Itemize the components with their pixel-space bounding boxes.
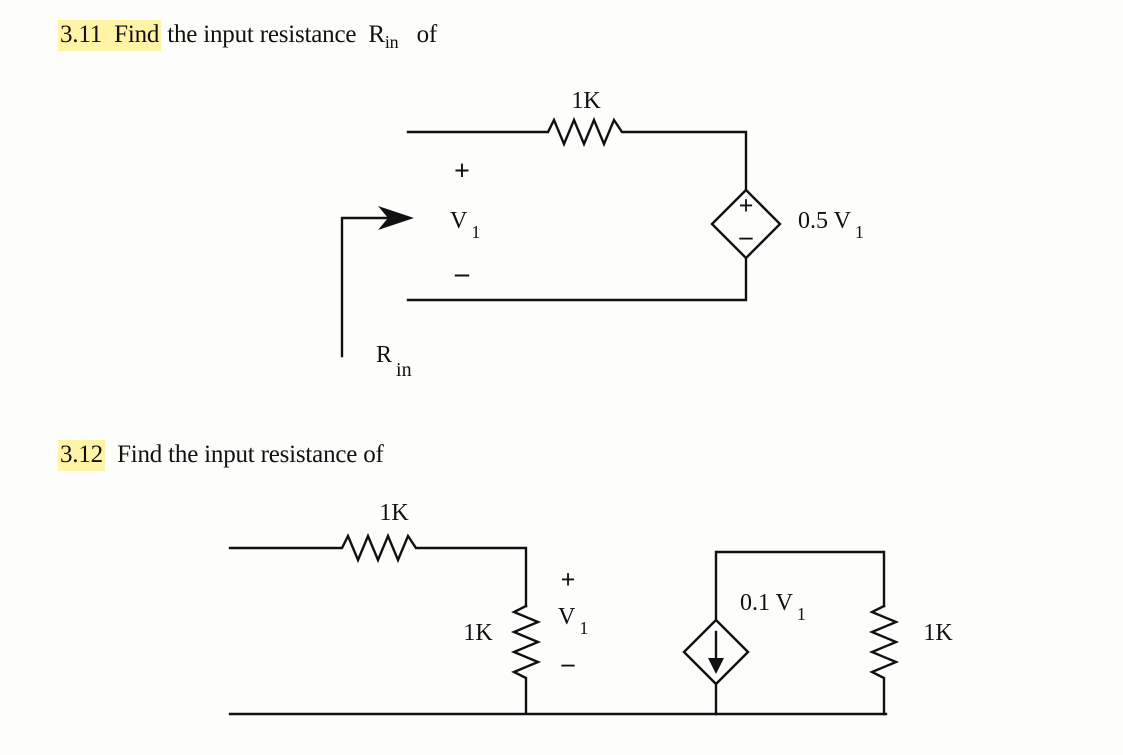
circuit-3-11-rin-arrowhead bbox=[378, 206, 414, 230]
circuit-3-11-top-wire bbox=[406, 116, 748, 192]
circuit-3-11-v1-minus: – bbox=[454, 258, 470, 289]
circuit-3-12-shunt-resistor bbox=[510, 604, 542, 714]
problem-3-12-heading: 3.12 Find the input resistance of bbox=[58, 440, 384, 471]
problem-3-11-find: Find bbox=[114, 21, 160, 48]
circuit-3-12-right-loop bbox=[714, 550, 886, 716]
circuit-3-12-v1-plus: + bbox=[561, 565, 576, 594]
circuit-3-12-load-resistor-label: 1K bbox=[923, 620, 953, 646]
problem-3-11-heading: 3.11 Find the input resistance Rin of bbox=[58, 20, 438, 52]
problem-3-11-highlight: 3.11 Find bbox=[58, 20, 162, 51]
problem-3-12-highlight: 3.12 bbox=[58, 440, 105, 471]
circuit-3-11-dependent-voltage-source bbox=[710, 188, 782, 260]
circuit-3-12-load-resistor bbox=[868, 604, 900, 716]
problem-3-12-number: 3.12 bbox=[60, 441, 103, 468]
circuit-3-12-source-arrowhead bbox=[708, 658, 724, 674]
circuit-3-12-dependent-current-source bbox=[682, 618, 750, 686]
circuit-3-11-rin-label: Rin bbox=[376, 342, 412, 381]
circuit-3-11-v1-plus: + bbox=[454, 156, 470, 187]
problem-3-11-text: the input resistance bbox=[167, 21, 357, 48]
circuit-3-11-source-minus: – bbox=[739, 222, 754, 251]
problem-3-11-of: of bbox=[416, 21, 438, 48]
circuit-3-12-input-wire bbox=[228, 532, 528, 608]
problem-3-11-number: 3.11 bbox=[60, 21, 103, 48]
circuit-3-11-rin-arrow-line bbox=[340, 216, 400, 358]
circuit-3-12-v1-minus: – bbox=[561, 649, 576, 678]
circuit-3-11-bottom-wire bbox=[406, 256, 748, 302]
problem-3-11-rin: Rin bbox=[368, 21, 399, 52]
circuit-3-11-resistor-label: 1K bbox=[571, 88, 601, 114]
circuit-3-11-source-plus: + bbox=[739, 191, 754, 220]
circuit-3-12-shunt-resistor-label: 1K bbox=[463, 620, 493, 646]
circuit-3-12-series-resistor-label: 1K bbox=[379, 500, 409, 526]
problem-3-12-text: Find the input resistance of bbox=[117, 441, 384, 468]
